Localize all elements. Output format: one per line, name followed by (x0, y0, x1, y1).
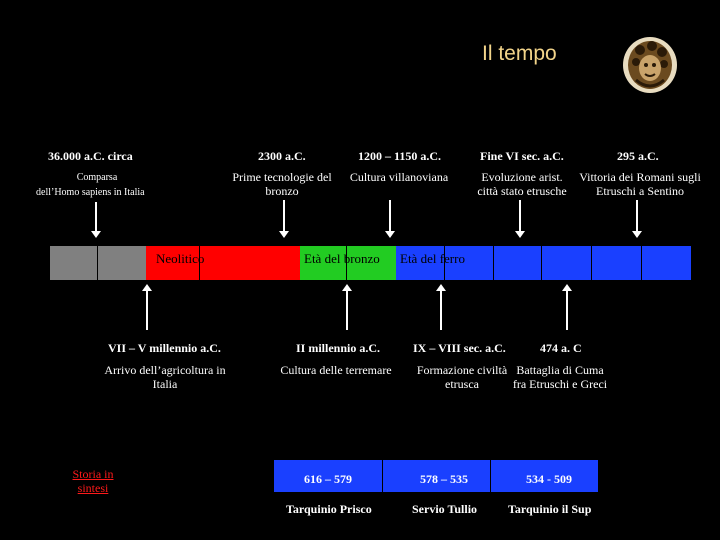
event-date: IX – VIII sec. a.C. (413, 341, 506, 355)
king-name: Tarquinio Prisco (286, 502, 372, 516)
arrow-up-icon (342, 284, 352, 330)
event-date: 474 a. C (540, 341, 582, 355)
arrow-down-icon (279, 200, 289, 238)
event-date: 36.000 a.C. circa (48, 149, 133, 163)
event-date: 1200 – 1150 a.C. (358, 149, 442, 163)
segment-divider (490, 460, 491, 492)
event-description: Cultura villanoviana (349, 170, 449, 184)
arrow-up-icon (436, 284, 446, 330)
arrow-down-icon (515, 200, 525, 238)
arrow-up-icon (142, 284, 152, 330)
segment-divider (97, 246, 98, 280)
event-date: Fine VI sec. a.C. (480, 149, 564, 163)
segment-label-bronze-age: Età del bronzo (304, 251, 380, 266)
event-description: Prime tecnologie del bronzo (232, 170, 332, 198)
event-date: II millennio a.C. (296, 341, 381, 355)
king-name: Servio Tullio (412, 502, 478, 516)
king-name: Tarquinio il Sup (508, 502, 592, 516)
segment-divider (641, 246, 642, 280)
segment-divider (541, 246, 542, 280)
segment-divider (382, 460, 383, 492)
segment-divider (444, 246, 445, 280)
arrow-down-icon (632, 200, 642, 238)
segment-label-neolithic: Neolitico (156, 251, 205, 266)
reign-years: 534 - 509 (526, 472, 572, 486)
storia-in-sintesi-link[interactable]: Storia in sintesi (72, 467, 114, 495)
event-date: 295 a.C. (617, 149, 659, 163)
kings-timeline-box (274, 460, 598, 492)
segment-label-iron-age: Età del ferro (400, 251, 465, 266)
event-description: Arrivo dell’agricoltura in Italia (104, 363, 226, 391)
segment-divider (199, 246, 200, 280)
reign-years: 578 – 535 (420, 472, 468, 486)
event-description: Cultura delle terremare (280, 363, 392, 377)
reign-years: 616 – 579 (304, 472, 352, 486)
event-description: Battaglia di Cuma fra Etruschi e Greci (512, 363, 608, 391)
segment-divider (346, 246, 347, 280)
event-description: Formazione civiltà etrusca (416, 363, 508, 391)
arrow-down-icon (91, 202, 101, 238)
segment-divider (493, 246, 494, 280)
etruscan-head-logo-icon (622, 36, 678, 94)
event-description: dell’Homo sapiens in Italia (36, 187, 145, 198)
event-date: VII – V millennio a.C. (108, 341, 221, 355)
timeline-segment-paleolithic (50, 246, 146, 280)
event-description: Evoluzione arist. città stato etrusche (477, 170, 567, 198)
event-date: 2300 a.C. (258, 149, 306, 163)
segment-divider (591, 246, 592, 280)
event-description: Comparsa (76, 172, 118, 183)
timeline-segment-neolithic (146, 246, 300, 280)
arrow-up-icon (562, 284, 572, 330)
page-title: Il tempo (482, 42, 557, 65)
event-description: Vittoria dei Romani sugli Etruschi a Sen… (579, 170, 701, 198)
arrow-down-icon (385, 200, 395, 238)
timeline-segment-bronze-age (300, 246, 396, 280)
